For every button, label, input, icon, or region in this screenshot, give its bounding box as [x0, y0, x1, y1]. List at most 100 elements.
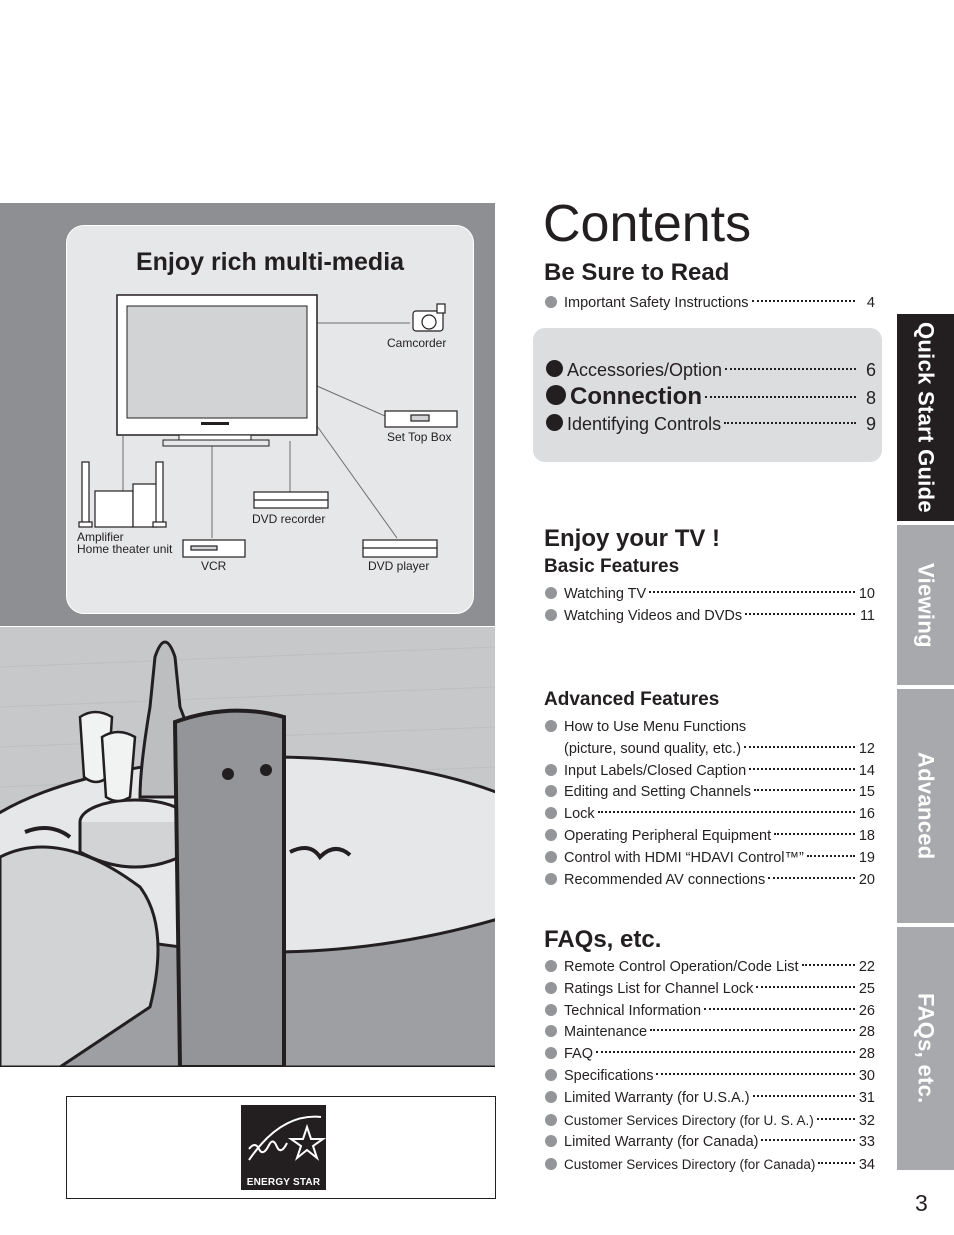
- tab-viewing[interactable]: Viewing: [897, 525, 954, 685]
- bullet-icon: [545, 1068, 557, 1081]
- bullet-icon: [546, 360, 563, 377]
- bullet-icon: [545, 1025, 557, 1038]
- toc-item[interactable]: Specifications 30: [545, 1066, 875, 1088]
- toc-label: Identifying Controls: [567, 414, 722, 434]
- toc-item[interactable]: Accessories/Option 6: [546, 357, 876, 384]
- bullet-icon: [545, 763, 557, 776]
- dot-leader: [745, 612, 855, 615]
- bullet-icon: [545, 1158, 557, 1171]
- bullet-icon: [545, 1047, 557, 1060]
- toc-item[interactable]: Remote Control Operation/Code List 22: [545, 957, 875, 979]
- dvd-recorder-label: DVD recorder: [252, 512, 326, 526]
- dot-leader: [649, 591, 855, 593]
- bullet-icon: [545, 608, 557, 621]
- toc-item[interactable]: Lock 16: [545, 804, 875, 826]
- bullet-icon: [545, 296, 557, 308]
- toc-item[interactable]: Connection 8: [546, 384, 876, 411]
- toc-item[interactable]: Operating Peripheral Equipment 18: [545, 826, 875, 848]
- camcorder-label: Camcorder: [387, 336, 447, 350]
- bullet-icon: [545, 587, 557, 599]
- energy-star-label: ENERGY STAR: [246, 1177, 321, 1188]
- toc-item[interactable]: Identifying Controls 9: [546, 411, 876, 438]
- toc-item[interactable]: Customer Services Directory (for Canada)…: [545, 1154, 875, 1177]
- basic-features-title: Basic Features: [544, 556, 680, 577]
- bullet-icon: [545, 785, 557, 798]
- toc-item[interactable]: Input Labels/Closed Caption 14: [545, 761, 875, 783]
- faqs-title: FAQs, etc.: [544, 926, 662, 953]
- toc-page: 16: [858, 806, 875, 823]
- page-number: 3: [915, 1190, 928, 1216]
- toc-item[interactable]: (picture, sound quality, etc.) 12: [545, 739, 875, 761]
- bullet-icon: [545, 1113, 557, 1126]
- toc-label: Customer Services Directory (for U. S. A…: [564, 1112, 814, 1128]
- bullet-icon: [545, 1003, 557, 1016]
- toc-item[interactable]: Limited Warranty (for Canada) 33: [545, 1132, 875, 1154]
- tab-advanced[interactable]: Advanced: [897, 689, 954, 923]
- toc-item[interactable]: Important Safety Instructions 4: [545, 293, 875, 315]
- toc-page: 20: [858, 871, 875, 888]
- dot-leader: [650, 1029, 855, 1032]
- toc-page: 28: [858, 1046, 875, 1063]
- amplifier-label: Amplifier: [77, 530, 124, 544]
- toc-label: Connection: [570, 383, 702, 410]
- toc-item[interactable]: How to Use Menu Functions: [545, 717, 875, 739]
- toc-page: 11: [859, 607, 875, 624]
- vcr-icon: [182, 539, 246, 558]
- toc-item[interactable]: Watching Videos and DVDs 11: [545, 606, 875, 628]
- toc-label: Maintenance: [564, 1024, 648, 1041]
- energy-star-icon: [248, 1115, 327, 1161]
- toc-label: Ratings List for Channel Lock: [564, 980, 754, 997]
- toc-item[interactable]: Editing and Setting Channels 15: [545, 782, 875, 804]
- dot-leader: [744, 745, 855, 748]
- toc-label: Accessories/Option: [567, 360, 723, 380]
- toc-page: 12: [858, 740, 875, 757]
- dot-leader: [725, 368, 856, 370]
- tab-label: Advanced: [913, 752, 939, 860]
- tab-quick-start-guide[interactable]: Quick Start Guide: [897, 314, 954, 521]
- toc-page: 31: [858, 1089, 875, 1106]
- dot-leader: [768, 876, 855, 879]
- bullet-spacer: [545, 742, 557, 754]
- quick-start-list: Accessories/Option 6 Connection 8 Identi…: [546, 357, 876, 438]
- toc-item[interactable]: Maintenance 28: [545, 1022, 875, 1044]
- toc-label: Customer Services Directory (for Canada): [564, 1157, 816, 1173]
- advanced-features-title: Advanced Features: [544, 689, 720, 710]
- dot-leader: [749, 767, 855, 770]
- tab-faqs[interactable]: FAQs, etc.: [897, 927, 954, 1170]
- toc-item[interactable]: Ratings List for Channel Lock 25: [545, 979, 875, 1001]
- advanced-features-list: How to Use Menu Functions (picture, soun…: [545, 717, 875, 891]
- quick-start-box: [533, 328, 882, 462]
- toc-page: 33: [858, 1134, 875, 1151]
- toc-page: 9: [865, 414, 876, 434]
- toc-item[interactable]: Customer Services Directory (for U. S. A…: [545, 1110, 875, 1133]
- toc-page: 8: [865, 388, 876, 408]
- dvd-player-icon: [362, 539, 438, 558]
- toc-page: 15: [858, 784, 875, 801]
- toc-item[interactable]: Technical Information 26: [545, 1001, 875, 1023]
- basic-features-list: Watching TV 10 Watching Videos and DVDs …: [545, 584, 875, 628]
- dot-leader: [774, 832, 855, 835]
- tab-label: Viewing: [913, 562, 939, 648]
- dot-leader: [724, 422, 856, 424]
- toc-item[interactable]: Recommended AV connections 20: [545, 870, 875, 892]
- toc-page: 34: [858, 1157, 875, 1174]
- dot-leader: [752, 1094, 855, 1097]
- dot-leader: [751, 300, 855, 302]
- toc-label: Editing and Setting Channels: [564, 784, 752, 801]
- toc-label: Lock: [564, 806, 595, 823]
- bullet-icon: [545, 1135, 557, 1148]
- toc-item[interactable]: Limited Warranty (for U.S.A.) 31: [545, 1088, 875, 1110]
- home-theater-label: Home theater unit: [77, 542, 173, 556]
- bullet-icon: [545, 981, 557, 994]
- dot-leader: [761, 1139, 855, 1142]
- toc-page: 25: [858, 980, 875, 997]
- toc-label: (picture, sound quality, etc.): [564, 740, 742, 757]
- toc-page: 22: [858, 959, 875, 975]
- toc-item[interactable]: FAQ 28: [545, 1044, 875, 1066]
- tv-icon: [116, 294, 318, 447]
- toc-item[interactable]: Watching TV 10: [545, 584, 875, 606]
- toc-page: 19: [858, 849, 875, 866]
- toc-item[interactable]: Control with HDMI “HDAVI Control™” 19: [545, 848, 875, 870]
- toc-label: FAQ: [564, 1046, 594, 1063]
- dot-leader: [704, 1007, 855, 1010]
